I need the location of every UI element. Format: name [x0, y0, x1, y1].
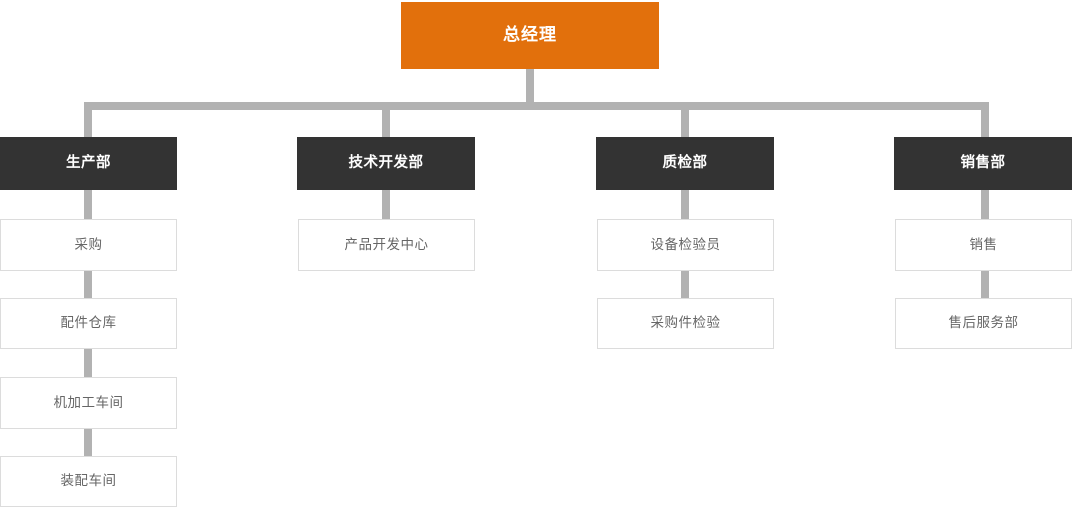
connector-dept1-child4 [84, 429, 92, 456]
org-node-dept1-child-2[interactable]: 配件仓库 [0, 298, 177, 349]
connector-drop-dept-1 [84, 102, 92, 137]
org-node-department-4[interactable]: 销售部 [894, 137, 1072, 190]
connector-dept1-child3 [84, 349, 92, 377]
org-node-dept4-child-1[interactable]: 销售 [895, 219, 1072, 271]
org-node-dept2-child-1[interactable]: 产品开发中心 [298, 219, 475, 271]
connector-root-stem [526, 69, 534, 102]
org-node-dept4-child-2[interactable]: 售后服务部 [895, 298, 1072, 349]
connector-dept1-child2 [84, 271, 92, 298]
connector-dept3-child2 [681, 271, 689, 298]
connector-root-bus [84, 102, 989, 110]
org-node-dept1-child-1[interactable]: 采购 [0, 219, 177, 271]
connector-dept2-child1 [382, 190, 390, 219]
org-node-dept1-child-3[interactable]: 机加工车间 [0, 377, 177, 429]
org-node-department-1[interactable]: 生产部 [0, 137, 177, 190]
org-node-dept1-child-4[interactable]: 装配车间 [0, 456, 177, 507]
connector-drop-dept-4 [981, 102, 989, 137]
connector-dept1-child1 [84, 190, 92, 219]
connector-drop-dept-2 [382, 102, 390, 137]
connector-dept4-child1 [981, 190, 989, 219]
org-node-department-3[interactable]: 质检部 [596, 137, 774, 190]
connector-dept3-child1 [681, 190, 689, 219]
org-node-department-2[interactable]: 技术开发部 [297, 137, 475, 190]
org-node-root[interactable]: 总经理 [401, 2, 659, 69]
connector-drop-dept-3 [681, 102, 689, 137]
org-node-dept3-child-2[interactable]: 采购件检验 [597, 298, 774, 349]
connector-dept4-child2 [981, 271, 989, 298]
org-node-dept3-child-1[interactable]: 设备检验员 [597, 219, 774, 271]
